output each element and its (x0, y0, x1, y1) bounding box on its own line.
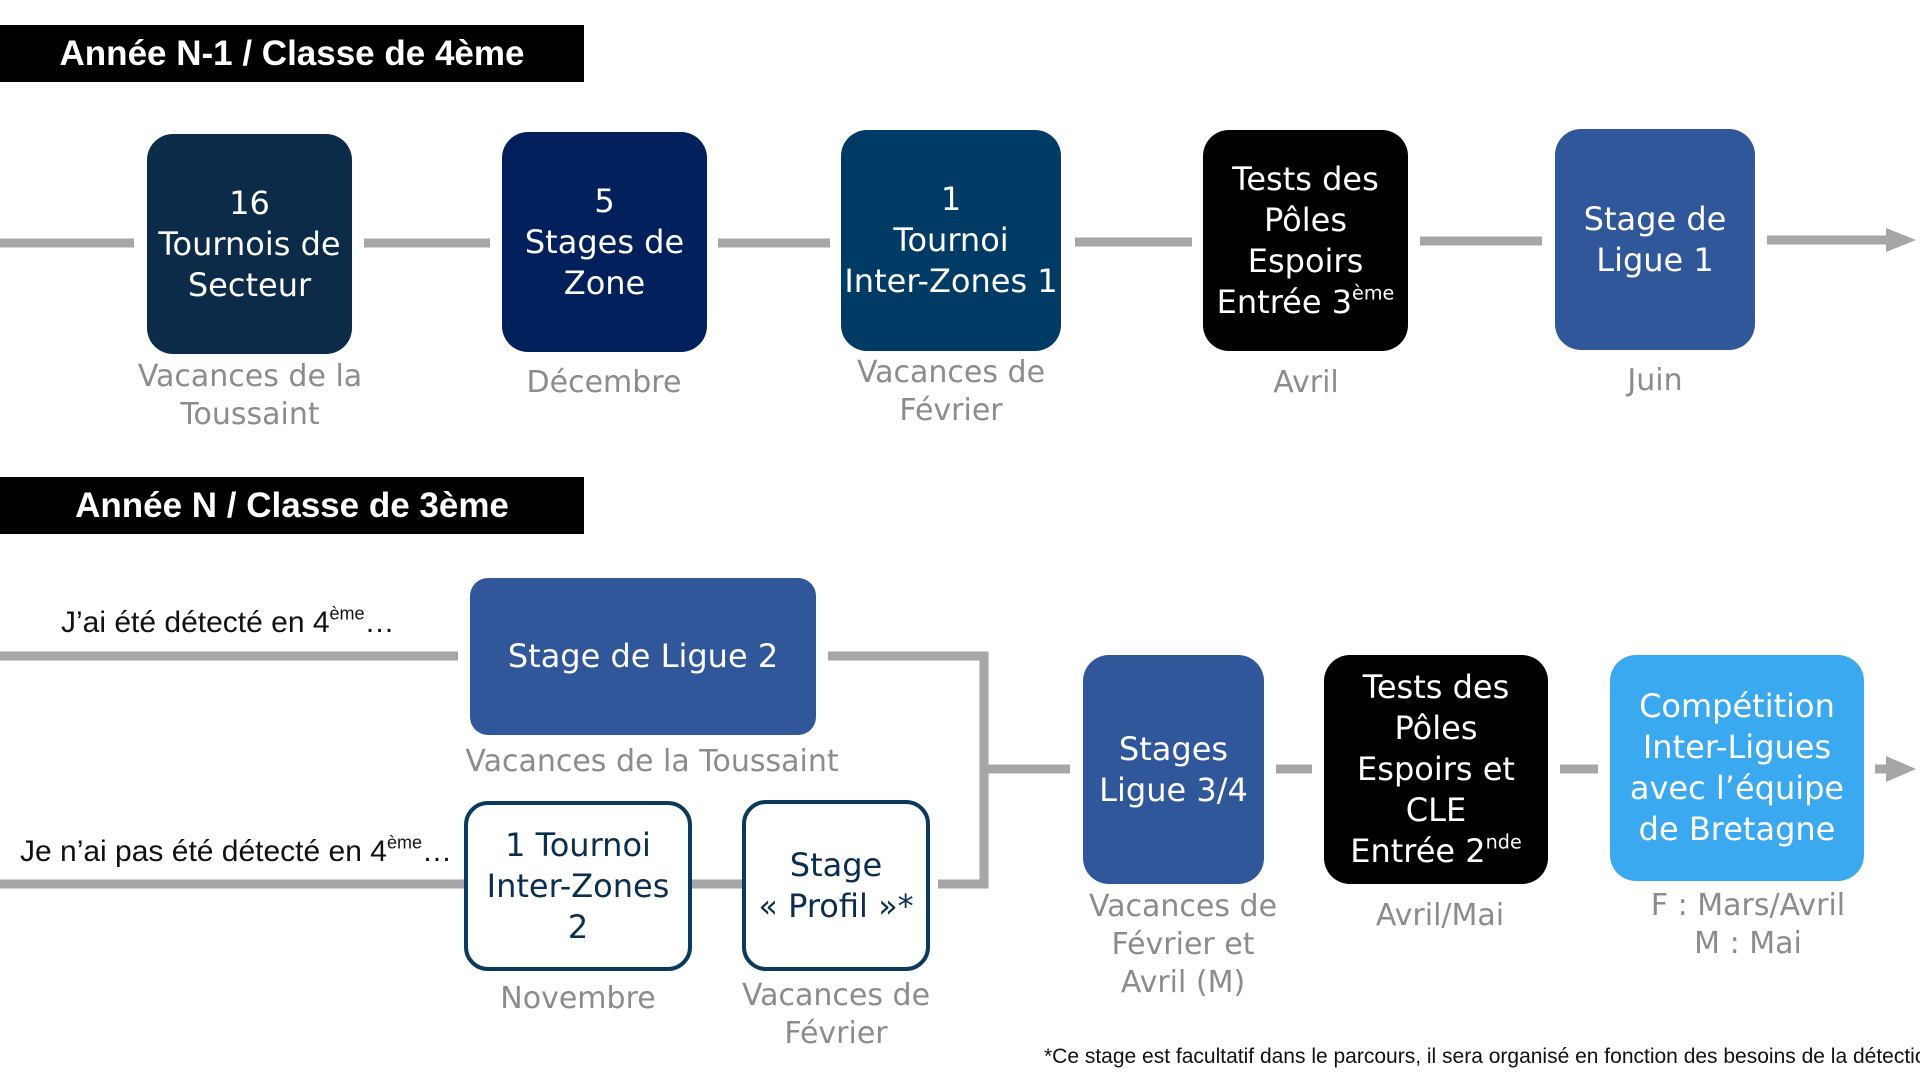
caption-line: Juin (1627, 363, 1683, 398)
step-line: Zone (563, 263, 646, 302)
caption-line: Vacances de (1088, 889, 1278, 924)
caption-line: Avril (1273, 365, 1339, 400)
label-suffix: … (421, 835, 452, 868)
caption-line: Vacances de (741, 978, 931, 1013)
step-line: Inter-Zones (486, 866, 670, 905)
step-stages-ligue-3-4: Stages Ligue 3/4 (1083, 655, 1264, 884)
step-line: Espoirs (1247, 241, 1364, 280)
step-line: Espoirs et (1357, 750, 1515, 788)
step-line: Tournoi (893, 221, 1009, 259)
step-caption: Vacances de la Toussaint (462, 743, 842, 781)
step-stage-ligue-2: Stage de Ligue 2 (470, 578, 816, 735)
step-line: 2 (567, 907, 589, 946)
step-line: Inter-Zones 1 (844, 262, 1058, 300)
step-line: « Profil »* (758, 886, 914, 925)
step-line: de Bretagne (1638, 810, 1836, 848)
footnote: *Ce stage est facultatif dans le parcour… (1044, 1045, 1920, 1068)
step-stages-zone: 5 Stages de Zone (502, 132, 707, 352)
step-tests-poles-espoirs: Tests des Pôles Espoirs Entrée 3ème (1203, 130, 1408, 351)
section-header-n: Année N / Classe de 3ème (0, 477, 584, 534)
caption-line: M : Mai (1694, 926, 1802, 961)
step-line: Stage de (1583, 199, 1727, 238)
step-tournois-secteur: 16 Tournois de Secteur (147, 134, 352, 354)
step-caption: Décembre (474, 364, 734, 402)
section-header-n-1: Année N-1 / Classe de 4ème (0, 25, 584, 82)
label-text: J’ai été détecté en 4 (61, 606, 330, 639)
step-caption: Avril (1176, 364, 1436, 402)
caption-line: Vacances de la (137, 359, 363, 394)
step-line-text: Entrée 3 (1216, 282, 1353, 321)
step-caption: Vacances de Février et Avril (M) (1053, 888, 1313, 1002)
step-stage-ligue-1: Stage de Ligue 1 (1555, 129, 1755, 350)
superscript: ème (386, 832, 422, 853)
step-caption: Vacances de Février (821, 354, 1081, 430)
step-line: Pôles (1394, 709, 1478, 747)
caption-line: Février (784, 1016, 888, 1051)
caption-line: Vacances de la Toussaint (465, 744, 839, 779)
label-detected: J’ai été détecté en 4ème… (61, 603, 395, 640)
step-line: avec l’équipe (1629, 769, 1845, 807)
step-caption: F : Mars/Avril M : Mai (1618, 887, 1878, 963)
step-line: Ligue 1 (1596, 240, 1714, 279)
label-suffix: … (364, 606, 395, 639)
superscript: nde (1485, 830, 1522, 854)
caption-line: Avril (M) (1120, 965, 1246, 1000)
step-caption: Vacances de Février (706, 977, 966, 1053)
section-header-text: Année N-1 / Classe de 4ème (59, 33, 525, 73)
step-line: 1 Tournoi (505, 825, 651, 864)
step-line: Stages de (524, 222, 685, 261)
step-line: Tests des (1362, 668, 1510, 706)
step-competition-inter-ligues: Compétition Inter-Ligues avec l’équipe d… (1610, 655, 1864, 881)
step-line: 5 (594, 181, 615, 220)
caption-line: Avril/Mai (1375, 898, 1505, 933)
step-tournoi-inter-zones-2: 1 Tournoi Inter-Zones 2 (464, 801, 692, 971)
step-tournoi-inter-zones-1: 1 Tournoi Inter-Zones 1 (841, 130, 1061, 351)
step-caption: Vacances de la Toussaint (120, 358, 380, 434)
step-line-text: Entrée 2 (1350, 832, 1486, 870)
arrow-head-icon (1886, 228, 1916, 252)
step-line: 16 (229, 183, 270, 222)
step-line: Secteur (187, 265, 312, 304)
step-caption: Avril/Mai (1310, 897, 1570, 935)
section-header-text: Année N / Classe de 3ème (75, 485, 509, 525)
step-line: Pôles (1264, 200, 1347, 239)
step-line: Inter-Ligues (1642, 728, 1832, 766)
step-line: Tests des (1232, 159, 1379, 198)
step-line: Stage (789, 845, 883, 884)
step-line: Entrée 2nde (1350, 831, 1522, 872)
arrow-head-icon (1886, 756, 1916, 782)
caption-line: Toussaint (180, 397, 320, 432)
step-stage-profil: Stage « Profil »* (742, 800, 930, 971)
caption-line: Vacances de (856, 355, 1046, 390)
step-line: Compétition (1639, 687, 1835, 725)
caption-line: Novembre (500, 981, 656, 1016)
caption-line: F : Mars/Avril (1650, 888, 1846, 923)
superscript: ème (329, 603, 365, 624)
step-line: Stages (1118, 729, 1229, 768)
step-line: CLE (1405, 791, 1467, 829)
step-caption: Novembre (448, 980, 708, 1018)
step-line: Ligue 3/4 (1099, 770, 1248, 809)
label-text: Je n’ai pas été détecté en 4 (20, 835, 387, 868)
step-line: 1 (940, 180, 962, 218)
step-line: Stage de Ligue 2 (507, 637, 779, 675)
step-caption: Juin (1525, 362, 1785, 400)
step-line: Tournois de (158, 224, 341, 263)
caption-line: Février (899, 393, 1003, 428)
step-line: Entrée 3ème (1217, 282, 1395, 323)
caption-line: Décembre (526, 365, 682, 400)
step-tests-poles-espoirs-cle: Tests des Pôles Espoirs et CLE Entrée 2n… (1324, 655, 1548, 884)
caption-line: Février et (1111, 927, 1255, 962)
superscript: ème (1352, 281, 1395, 305)
label-not-detected: Je n’ai pas été détecté en 4ème… (20, 832, 452, 869)
